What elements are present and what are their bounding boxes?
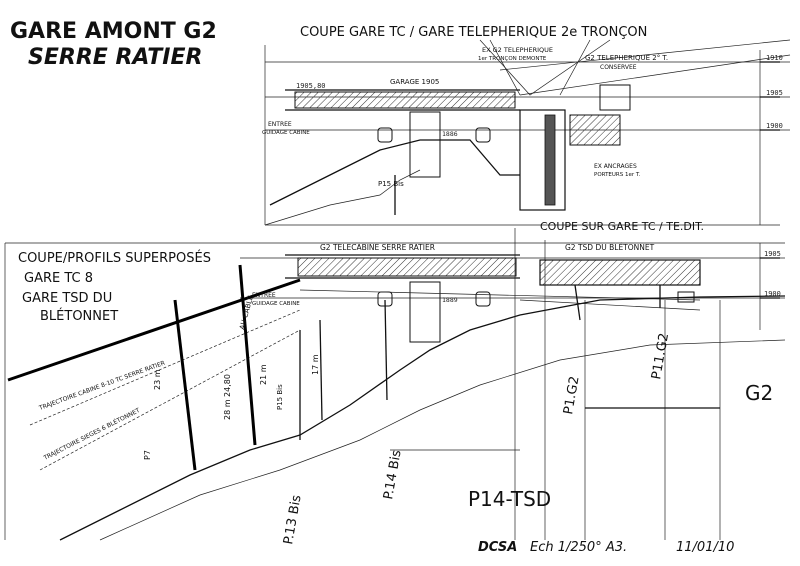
bottom-label-g2-tsd: G2 TSD DU BLÉTONNET — [565, 243, 655, 252]
top-label-alt-b: 1886 — [442, 130, 458, 138]
bottom-label-g2: G2 — [745, 381, 773, 405]
station-axes — [390, 228, 721, 540]
bottom-elev-1900: 1900 — [764, 290, 781, 298]
bottom-label-p14tsd: P14-TSD — [468, 487, 551, 511]
top-elevation-scale: 1910 1905 1900 — [760, 54, 783, 131]
top-label-g2-tel: G2 TELEPHERIQUE 2° T. — [585, 54, 668, 62]
bottom-label-entry-sub: GUIDAGE CABINE — [252, 301, 300, 307]
bottom-station-structure — [285, 254, 701, 343]
bottom-label-traj-cabin: TRAJECTOIRE CABINE 8-10 TC SERRE RATIER — [37, 360, 166, 413]
drawing-title-line1: GARE AMONT G2 — [10, 19, 217, 44]
bottom-heading-1: COUPE/PROFILS SUPERPOSÉS — [18, 250, 211, 266]
top-label-old-station-sub: 1er TRONÇON DEMONTE — [478, 56, 547, 62]
footer-date: 11/01/10 — [676, 540, 734, 555]
top-label-conserved: CONSERVEE — [600, 64, 637, 71]
bottom-label-p15bis: P15 Bis — [276, 384, 284, 410]
terrain-profile — [59, 295, 786, 541]
top-label-old-station: EX G2 TELEPHERIQUE — [482, 46, 553, 54]
bottom-elev-1905: 1905 — [764, 250, 781, 258]
top-section-heading: COUPE GARE TC / GARE TELEPHERIQUE 2e TRO… — [300, 25, 647, 40]
bottom-heading-4: BLÉTONNET — [40, 308, 118, 324]
bottom-label-traj-seats: TRAJECTOIRE SIEGES 6 BLÉTONNET — [41, 406, 141, 462]
bottom-label-entry: ENTREE — [252, 292, 276, 299]
bottom-label-g2-tc: G2 TELECABINE SERRE RATIER — [320, 243, 435, 252]
bottom-label-dim-21: 21 m — [259, 364, 268, 385]
bottom-heading-3: GARE TSD DU — [22, 291, 112, 306]
pylons — [173, 264, 388, 471]
top-station-structure — [264, 39, 791, 226]
top-label-entry-sub: GUIDAGE CABINE — [262, 130, 310, 136]
bottom-label-p7: P7 — [143, 450, 152, 460]
top-label-p15: P15 Bis — [378, 180, 404, 188]
top-label-anchors-sub: PORTEURS 1er T. — [594, 172, 641, 178]
bottom-label-dim-28: 28 m 24,80 — [223, 374, 232, 420]
top-section-frame — [264, 45, 790, 226]
bottom-label-p1g2: P1.G2 — [561, 375, 582, 416]
bottom-heading-2: GARE TC 8 — [24, 271, 93, 286]
footer-signature: DCSA — [478, 540, 517, 555]
footer-scale: Ech 1/250° A3. — [530, 540, 627, 555]
top-elev-1900: 1900 — [766, 122, 783, 130]
top-label-garage: GARAGE 1905 — [390, 78, 439, 86]
top-label-entry: ENTREE — [268, 121, 292, 128]
top-elev-1910: 1910 — [766, 54, 783, 62]
bottom-elevation-scale: 1905 1900 — [760, 250, 781, 299]
top-elev-1905: 1905 — [766, 89, 783, 97]
bottom-label-p13bis: P.13 Bis — [281, 494, 304, 546]
bottom-label-dim-23: 23 m — [153, 369, 162, 390]
cable-trajectories — [7, 278, 701, 471]
bottom-label-alt: 1889 — [442, 296, 458, 304]
bottom-label-dim-17: 17 m — [311, 354, 320, 375]
bottom-label-p14bis: P.14 Bis — [381, 449, 404, 501]
top-label-anchors: EX ANCRAGES — [594, 163, 637, 170]
mid-caption: COUPE SUR GARE TC / TE.DIT. — [540, 220, 704, 233]
top-label-alt-a: 1905,80 — [296, 82, 326, 90]
bottom-label-p11g2: P11.G2 — [649, 332, 672, 381]
drawing-title-line2: SERRE RATIER — [28, 45, 202, 70]
